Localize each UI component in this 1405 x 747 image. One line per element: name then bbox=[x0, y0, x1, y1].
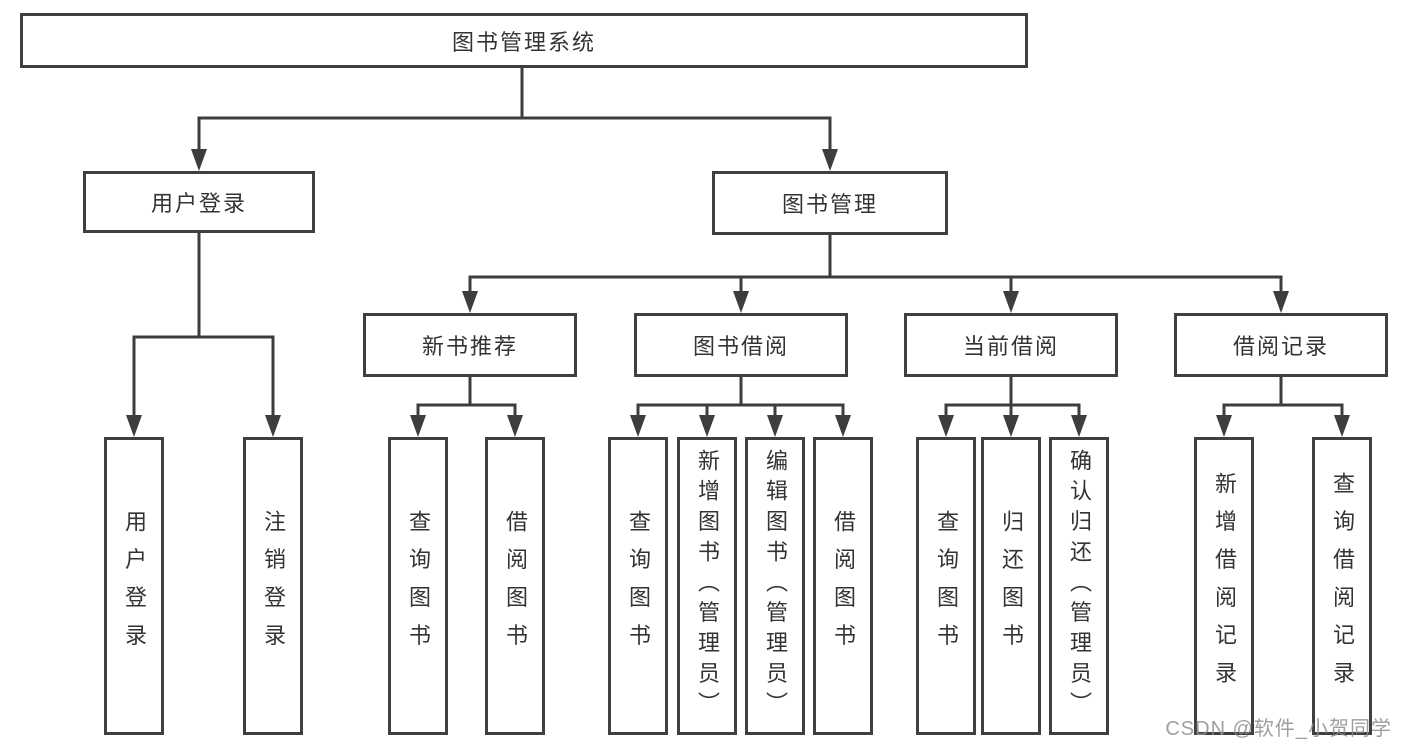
leaf-records-add-record: 新增借阅记录 bbox=[1194, 437, 1254, 735]
leaf-borrowing-borrow-books: 借阅图书 bbox=[813, 437, 873, 735]
connector-userlogin-to-leaves bbox=[132, 231, 275, 421]
connector-records-to-leaves bbox=[1222, 375, 1344, 421]
leaf-recommend-borrow-books: 借阅图书 bbox=[485, 437, 545, 735]
leaf-logout: 注销登录 bbox=[243, 437, 303, 735]
node-current-borrowing: 当前借阅 bbox=[904, 313, 1118, 377]
node-user-login: 用户登录 bbox=[83, 171, 315, 233]
leaf-borrowing-query-books: 查询图书 bbox=[608, 437, 668, 735]
node-book-management: 图书管理 bbox=[712, 171, 948, 235]
connector-borrowing-to-leaves bbox=[636, 375, 845, 421]
connector-root-to-level2 bbox=[197, 66, 832, 153]
node-library-system: 图书管理系统 bbox=[20, 13, 1028, 68]
connector-current-to-leaves bbox=[944, 375, 1081, 421]
watermark: CSDN @软件_小贺同学 bbox=[1165, 718, 1392, 740]
leaf-current-query-books: 查询图书 bbox=[916, 437, 976, 735]
node-new-book-recommend: 新书推荐 bbox=[363, 313, 577, 377]
leaf-current-confirm-return-admin: 确认归还（管理员） bbox=[1049, 437, 1109, 735]
leaf-borrowing-edit-books-admin: 编辑图书（管理员） bbox=[745, 437, 805, 735]
connector-bookmgmt-to-level3 bbox=[468, 233, 1283, 295]
arrowheads bbox=[126, 149, 1350, 437]
connector-recommend-to-leaves bbox=[416, 375, 517, 421]
node-book-borrowing: 图书借阅 bbox=[634, 313, 848, 377]
leaf-recommend-query-books: 查询图书 bbox=[388, 437, 448, 735]
leaf-user-login: 用户登录 bbox=[104, 437, 164, 735]
node-borrow-records: 借阅记录 bbox=[1174, 313, 1388, 377]
leaf-borrowing-add-books-admin: 新增图书（管理员） bbox=[677, 437, 737, 735]
leaf-records-query-record: 查询借阅记录 bbox=[1312, 437, 1372, 735]
leaf-current-return-books: 归还图书 bbox=[981, 437, 1041, 735]
